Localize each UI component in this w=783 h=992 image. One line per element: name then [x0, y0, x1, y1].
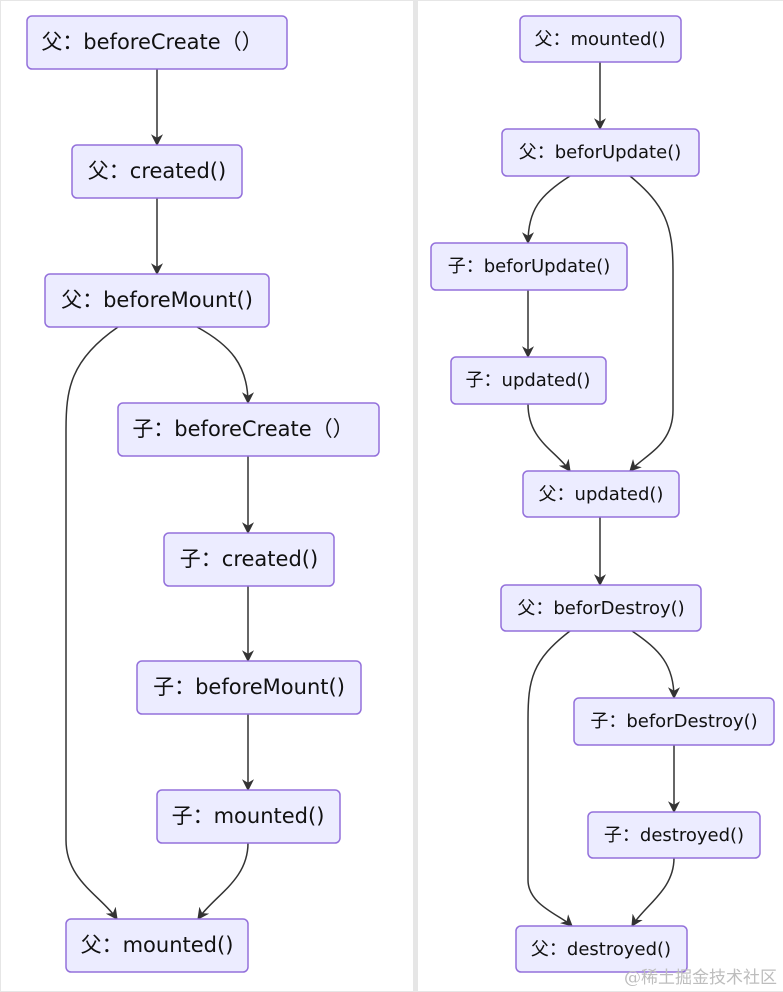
- node-child-created: 子：created(): [163, 532, 335, 587]
- svg-text:父：beforeCreate（）: 父：beforeCreate（）: [41, 30, 262, 54]
- node-child-beforecreate: 子：beforeCreate（）: [117, 402, 380, 457]
- svg-text:父：beforDestroy(): 父：beforDestroy(): [517, 598, 684, 619]
- svg-text:父：created(): 父：created(): [88, 159, 226, 183]
- svg-text:子：destroyed(): 子：destroyed(): [604, 825, 744, 846]
- node-parent-destroyed: 父：destroyed(): [515, 925, 688, 973]
- svg-text:父：destroyed(): 父：destroyed(): [531, 939, 671, 960]
- svg-text:子：beforeCreate（）: 子：beforeCreate（）: [132, 417, 353, 441]
- edge: [196, 326, 254, 405]
- node-child-updated: 子：updated(): [450, 356, 607, 405]
- svg-text:父：mounted(): 父：mounted(): [535, 29, 666, 50]
- node-parent-befordestroy: 父：beforDestroy(): [500, 584, 702, 632]
- node-child-befordestroy: 子：beforDestroy(): [573, 697, 775, 746]
- right-edges: [522, 62, 680, 928]
- svg-text:父：updated(): 父：updated(): [539, 484, 664, 505]
- node-parent-updated: 父：updated(): [522, 470, 680, 518]
- svg-text:父：beforeMount(): 父：beforeMount(): [61, 288, 253, 312]
- svg-text:子：beforUpdate(): 子：beforUpdate(): [448, 256, 610, 277]
- edge: [527, 630, 573, 927]
- edge: [527, 403, 571, 472]
- svg-text:子：created(): 子：created(): [180, 547, 318, 571]
- left-edges: [65, 69, 254, 920]
- edge: [631, 630, 680, 700]
- node-child-mounted: 子：mounted(): [156, 789, 341, 844]
- edge: [522, 175, 571, 245]
- node-parent-beforecreate: 父：beforeCreate（）: [26, 15, 288, 70]
- edge: [631, 857, 675, 928]
- edge: [197, 842, 249, 920]
- node-parent-mounted-r: 父：mounted(): [519, 15, 682, 63]
- node-child-beforupdate: 子：beforUpdate(): [430, 242, 628, 291]
- node-parent-beforupdate: 父：beforUpdate(): [501, 128, 700, 177]
- node-parent-mounted: 父：mounted(): [65, 918, 249, 973]
- svg-text:子：mounted(): 子：mounted(): [172, 804, 325, 828]
- svg-text:父：beforUpdate(): 父：beforUpdate(): [519, 142, 681, 163]
- node-child-destroyed: 子：destroyed(): [587, 811, 761, 859]
- edge: [65, 326, 119, 920]
- watermark: @稀土掘金技术社区: [624, 968, 777, 988]
- node-parent-created: 父：created(): [71, 144, 243, 199]
- svg-text:子：beforDestroy(): 子：beforDestroy(): [590, 711, 757, 732]
- node-parent-beforemount: 父：beforeMount(): [44, 273, 270, 328]
- svg-text:子：updated(): 子：updated(): [466, 370, 591, 391]
- svg-text:子：beforeMount(): 子：beforeMount(): [153, 675, 345, 699]
- edge: [629, 175, 674, 472]
- svg-text:父：mounted(): 父：mounted(): [81, 933, 234, 957]
- node-child-beforemount: 子：beforeMount(): [136, 660, 362, 715]
